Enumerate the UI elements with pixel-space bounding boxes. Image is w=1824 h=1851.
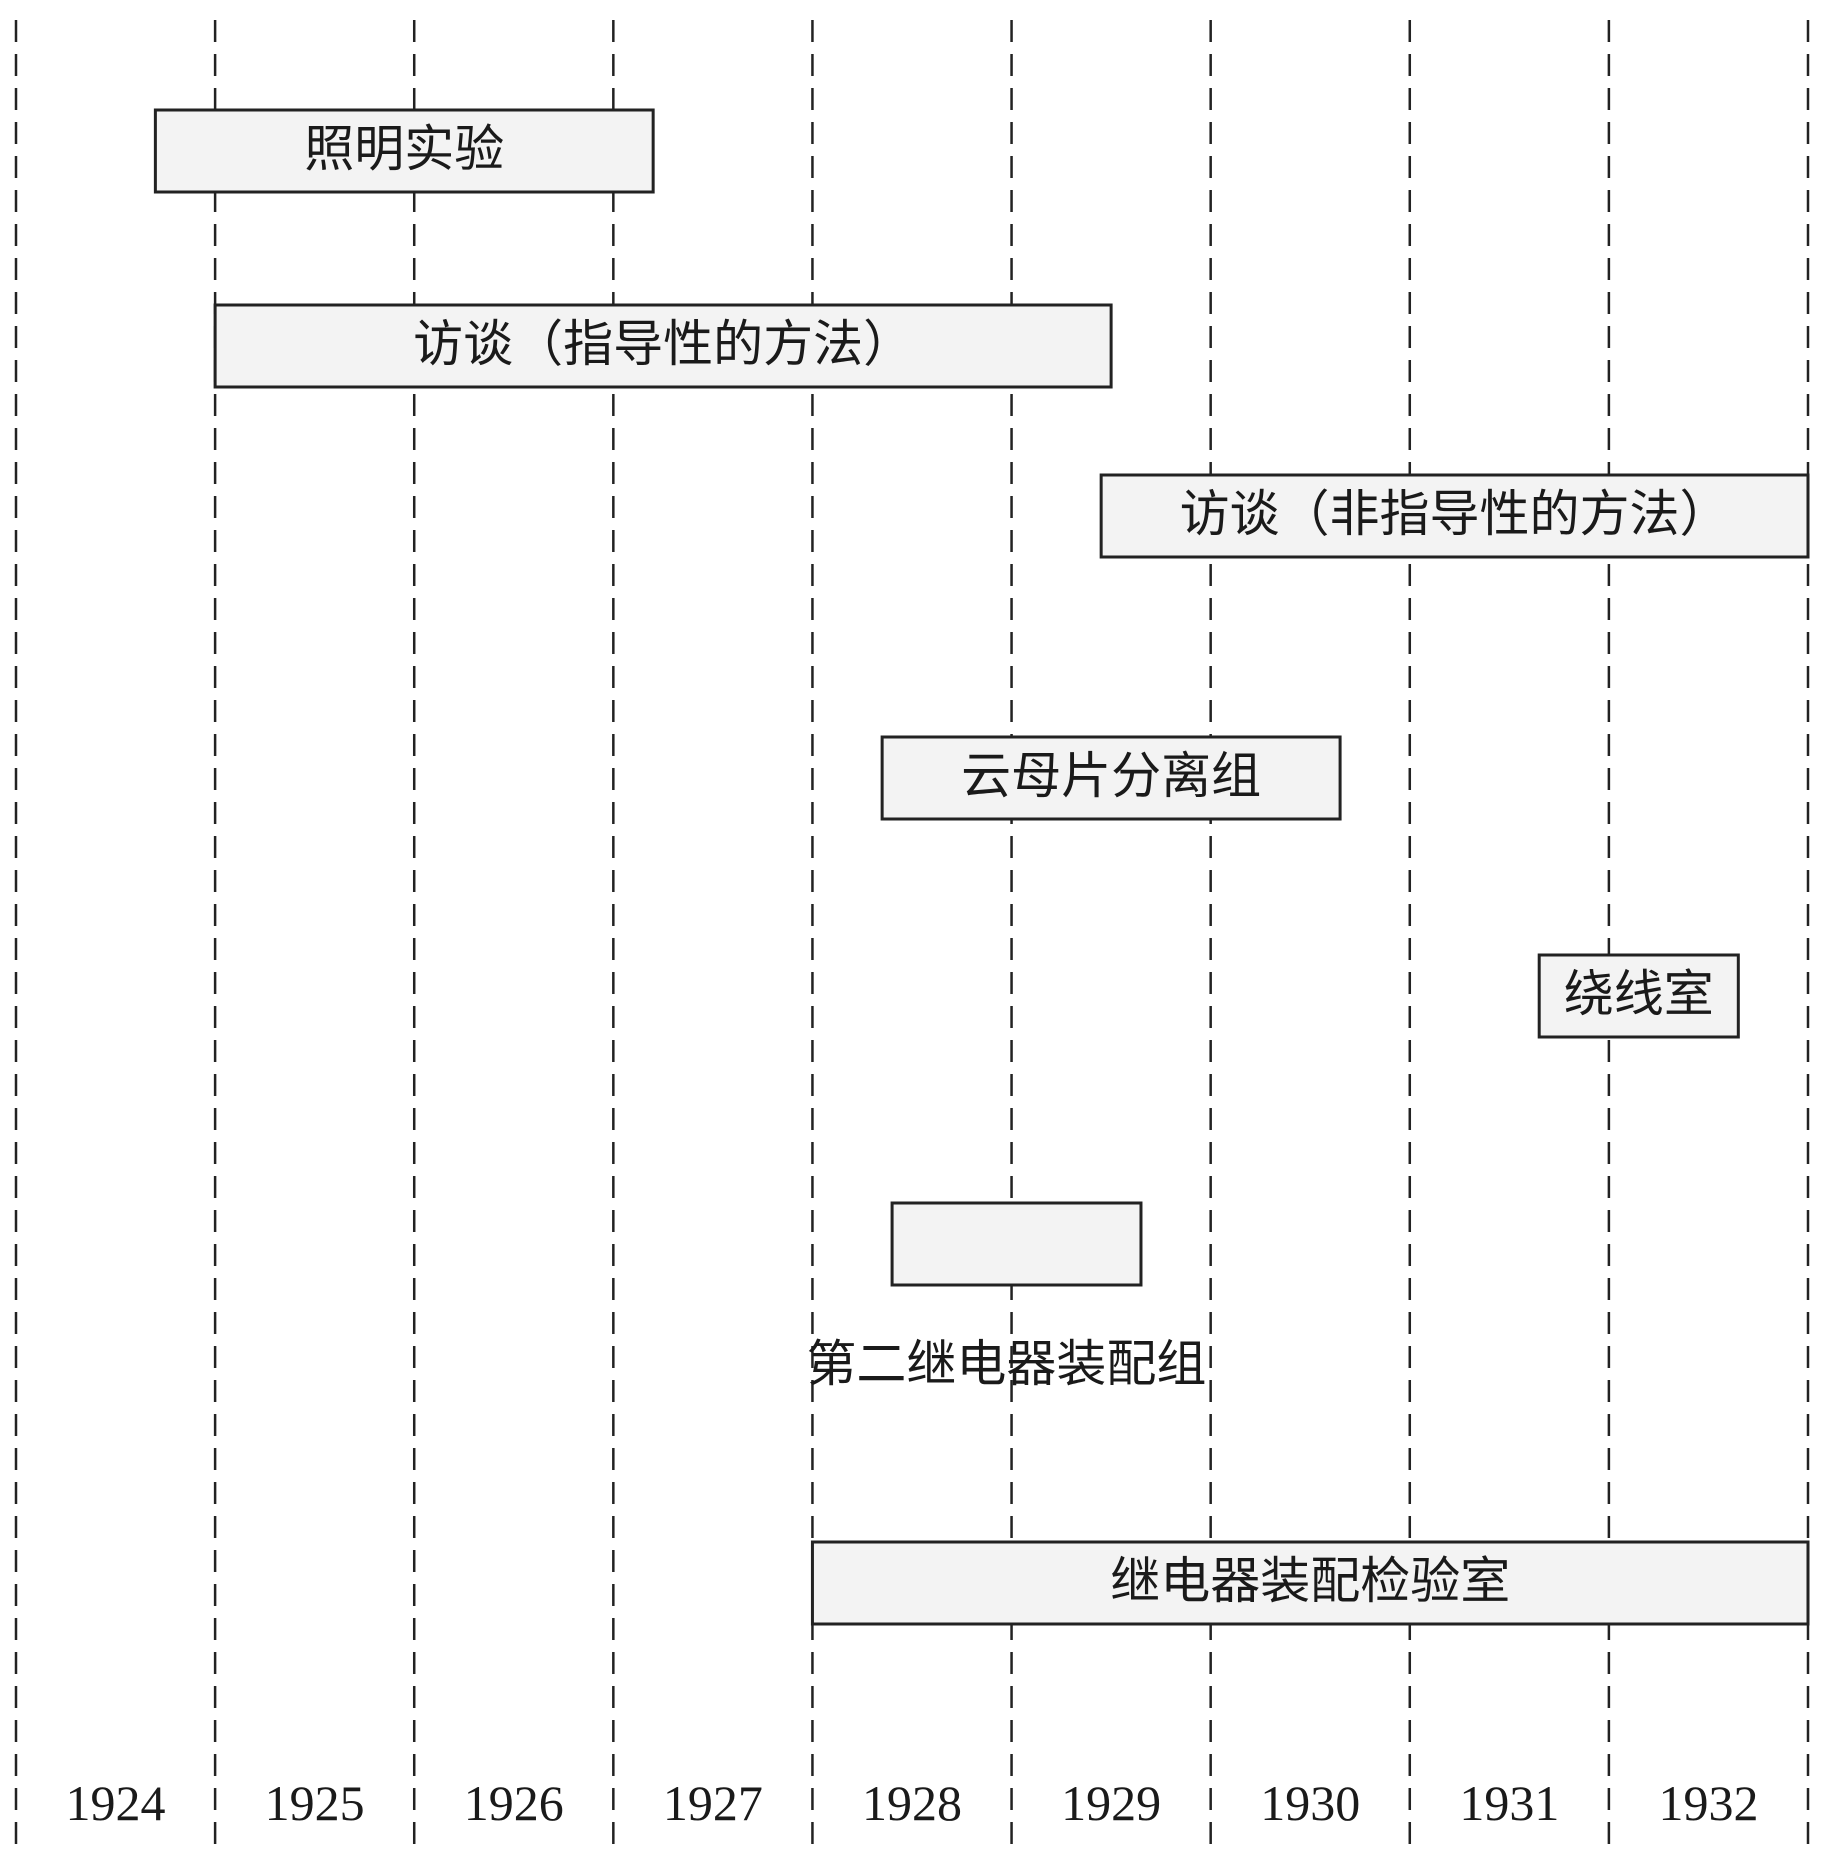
bar-label: 云母片分离组 (961, 747, 1261, 805)
bar-label: 访谈（非指导性的方法） (1180, 485, 1730, 543)
year-label-1932: 1932 (1658, 1775, 1758, 1831)
year-label-1929: 1929 (1061, 1775, 1161, 1831)
bar-rect (1537, 953, 1740, 1039)
bar-6: 继电器装配检验室 (810, 1540, 1810, 1626)
bar-rect (810, 1540, 1810, 1626)
bar-rect (1099, 473, 1810, 559)
year-label-1931: 1931 (1459, 1775, 1559, 1831)
year-label-1924: 1924 (66, 1775, 166, 1831)
bar-label: 第二继电器装配组 (806, 1335, 1206, 1393)
bar-rect (880, 735, 1342, 821)
bar-rect (213, 303, 1113, 389)
year-label-1928: 1928 (862, 1775, 962, 1831)
bar-4: 绕线室 (1537, 953, 1740, 1039)
bar-rect (153, 108, 655, 194)
year-label-1926: 1926 (464, 1775, 564, 1831)
bar-1: 访谈（指导性的方法） (213, 303, 1113, 389)
bar-5: 第二继电器装配组 (806, 1201, 1206, 1393)
bar-label: 照明实验 (304, 120, 504, 178)
bar-2: 访谈（非指导性的方法） (1099, 473, 1810, 559)
year-label-1930: 1930 (1260, 1775, 1360, 1831)
bar-0: 照明实验 (153, 108, 655, 194)
bar-label: 访谈（指导性的方法） (413, 315, 913, 373)
bar-label: 继电器装配检验室 (1110, 1552, 1510, 1610)
year-labels: 1924 1925 1926 1927 1928 1929 1930 1931 1932 (66, 1775, 1759, 1831)
year-label-1927: 1927 (663, 1775, 763, 1831)
bar-3: 云母片分离组 (880, 735, 1342, 821)
year-label-1925: 1925 (265, 1775, 365, 1831)
bar-rect (890, 1201, 1143, 1287)
bar-label: 绕线室 (1564, 965, 1714, 1023)
